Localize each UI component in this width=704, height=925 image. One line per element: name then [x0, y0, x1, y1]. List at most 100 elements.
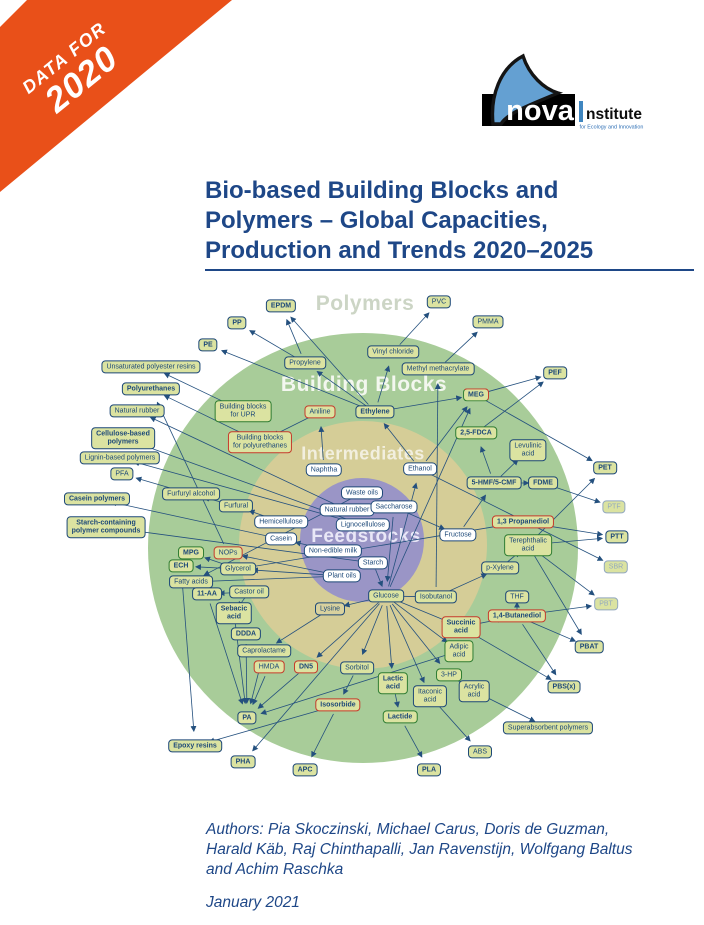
node-glucose: Glucose [368, 589, 404, 603]
institute-label: nstitute [586, 106, 642, 123]
node-lysine: Lysine [315, 602, 345, 616]
node-casein: Casein [265, 532, 297, 546]
node-propylene: Propylene [284, 356, 326, 370]
node-pet: PET [593, 461, 617, 475]
node-pe: PE [198, 338, 218, 352]
node-lignocellulose: Lignocellulose [335, 518, 391, 532]
node-ptt: PTT [605, 530, 629, 544]
node-ethanol: Ethanol [403, 462, 437, 476]
node-succinic: Succinic acid [441, 616, 481, 638]
page-title-line2: Polymers – Global Capacities, [205, 207, 548, 234]
node-hemicellulose: Hemicellulose [254, 515, 308, 529]
node-sbr: SBR [603, 560, 629, 574]
node-pbs: PBS(x) [547, 680, 581, 694]
node-fdca: 2,5-FDCA [455, 426, 497, 440]
node-hp3: 3-HP [436, 668, 462, 682]
node-milk: Non-edible milk [303, 544, 363, 558]
node-bdo14: 1,4-Butanediol [487, 609, 547, 623]
node-ethylene: Ethylene [355, 405, 395, 419]
nova-logo-graphic: nova nstitute for Ecology and Innovation [482, 53, 644, 131]
node-ddda: DDDA [230, 627, 262, 641]
node-pbt: PBT [594, 597, 618, 611]
node-aa11: 11-AA [192, 587, 222, 601]
node-tpa: Terephthalic acid [504, 534, 552, 556]
ring-label-building-blocks: Building Blocks [280, 373, 448, 396]
node-sebacic: Sebacic acid [215, 602, 253, 624]
node-lactide: Lactide [382, 710, 418, 724]
authors-text: Authors: Pia Skoczinski, Michael Carus, … [206, 821, 633, 878]
node-nops: NOPs [213, 546, 243, 560]
title-rule [205, 269, 694, 271]
node-acrylic: Acrylic acid [458, 680, 490, 702]
node-epoxy: Epoxy resins [168, 739, 222, 753]
node-glycerol: Glycerol [220, 562, 256, 576]
node-bbpu: Building blocks for polyurethanes [227, 431, 293, 453]
node-pp: PP [227, 316, 247, 330]
node-apc: APC [292, 763, 318, 777]
node-saccharose: Saccharose [370, 500, 418, 514]
node-itaconic: Itaconic acid [412, 685, 448, 707]
node-natrubber_f: Natural rubber [319, 503, 375, 517]
node-aniline: Aniline [304, 405, 336, 419]
node-adipic: Adipic acid [444, 640, 474, 662]
node-wasteoils: Waste oils [340, 486, 384, 500]
publication-date: January 2021 [206, 894, 300, 912]
node-cellpoly: Cellulose-based polymers [91, 427, 155, 449]
node-starch: Starch [357, 556, 389, 570]
node-hmda: HMDA [253, 660, 285, 674]
node-epdm: EPDM [265, 299, 297, 313]
node-levulinic: Levulinic acid [509, 439, 547, 461]
title-block: Bio-based Building Blocks and Polymers –… [205, 176, 700, 266]
node-dn5: DN5 [293, 660, 319, 674]
node-pdo13: 1,3 Propanediol [491, 515, 555, 529]
node-mma: Methyl methacrylate [401, 362, 475, 376]
ring-label-polymers: Polymers [315, 292, 415, 315]
node-pla: PLA [417, 763, 441, 777]
page-title-line1: Bio-based Building Blocks and [205, 177, 559, 204]
node-meg: MEG [463, 388, 489, 402]
node-pha: PHA [230, 755, 256, 769]
node-abs: ABS [467, 745, 493, 759]
node-bbupr: Building blocks for UPR [214, 400, 272, 422]
node-fdme: FDME [528, 476, 558, 490]
node-ligninpoly: Lignin-based polymers [79, 451, 161, 465]
node-thf: THF [505, 590, 529, 604]
nova-wordmark: nova [506, 95, 575, 127]
nova-institute-logo: nova nstitute for Ecology and Innovation [478, 48, 664, 145]
nova-sail-icon [490, 53, 564, 126]
node-pbat: PBAT [574, 640, 604, 654]
node-naphtha: Naphtha [305, 463, 343, 477]
node-furfuryl: Furfuryl alcohol [162, 487, 220, 501]
node-caseinpoly: Casein polymers [63, 492, 131, 506]
node-fructose: Fructose [439, 528, 477, 542]
node-sorbitol: Sorbitol [340, 661, 374, 675]
footer: Authors: Pia Skoczinski, Michael Carus, … [206, 820, 698, 925]
node-pxylene: p-Xylene [481, 561, 519, 575]
node-pa: PA [237, 711, 257, 725]
node-pfa: PFA [110, 467, 134, 481]
node-pef: PEF [543, 366, 567, 380]
node-natrubber_p: Natural rubber [109, 404, 165, 418]
node-hmf: 5-HMF/5-CMF [466, 476, 522, 490]
node-starchpoly: Starch-containing polymer compounds [66, 516, 146, 538]
node-ptf: PTF [602, 500, 626, 514]
institute-i-bar [579, 101, 583, 122]
node-ech: ECH [168, 559, 194, 573]
page-title-line3: Production and Trends 2020–2025 [205, 237, 594, 264]
institute-tagline: for Ecology and Innovation [580, 125, 644, 131]
node-vinylchloride: Vinyl chloride [367, 345, 419, 359]
node-isosorbide: Isosorbide [315, 698, 361, 712]
node-lactic: Lactic acid [377, 672, 409, 694]
ring-label-intermediates: Intermediates [301, 443, 425, 464]
node-pvc: PVC [426, 295, 452, 309]
node-caprolactame: Caprolactame [237, 644, 291, 658]
node-mpg: MPG [178, 546, 204, 560]
node-upr: Unsaturated polyester resins [101, 360, 201, 374]
node-furfural: Furfural [218, 499, 254, 513]
node-plantoils: Plant oils [322, 569, 362, 583]
node-pu: Polyurethanes [121, 382, 181, 396]
node-sap: Superabsorbent polymers [502, 721, 594, 735]
node-castoroil: Castor oil [229, 585, 269, 599]
